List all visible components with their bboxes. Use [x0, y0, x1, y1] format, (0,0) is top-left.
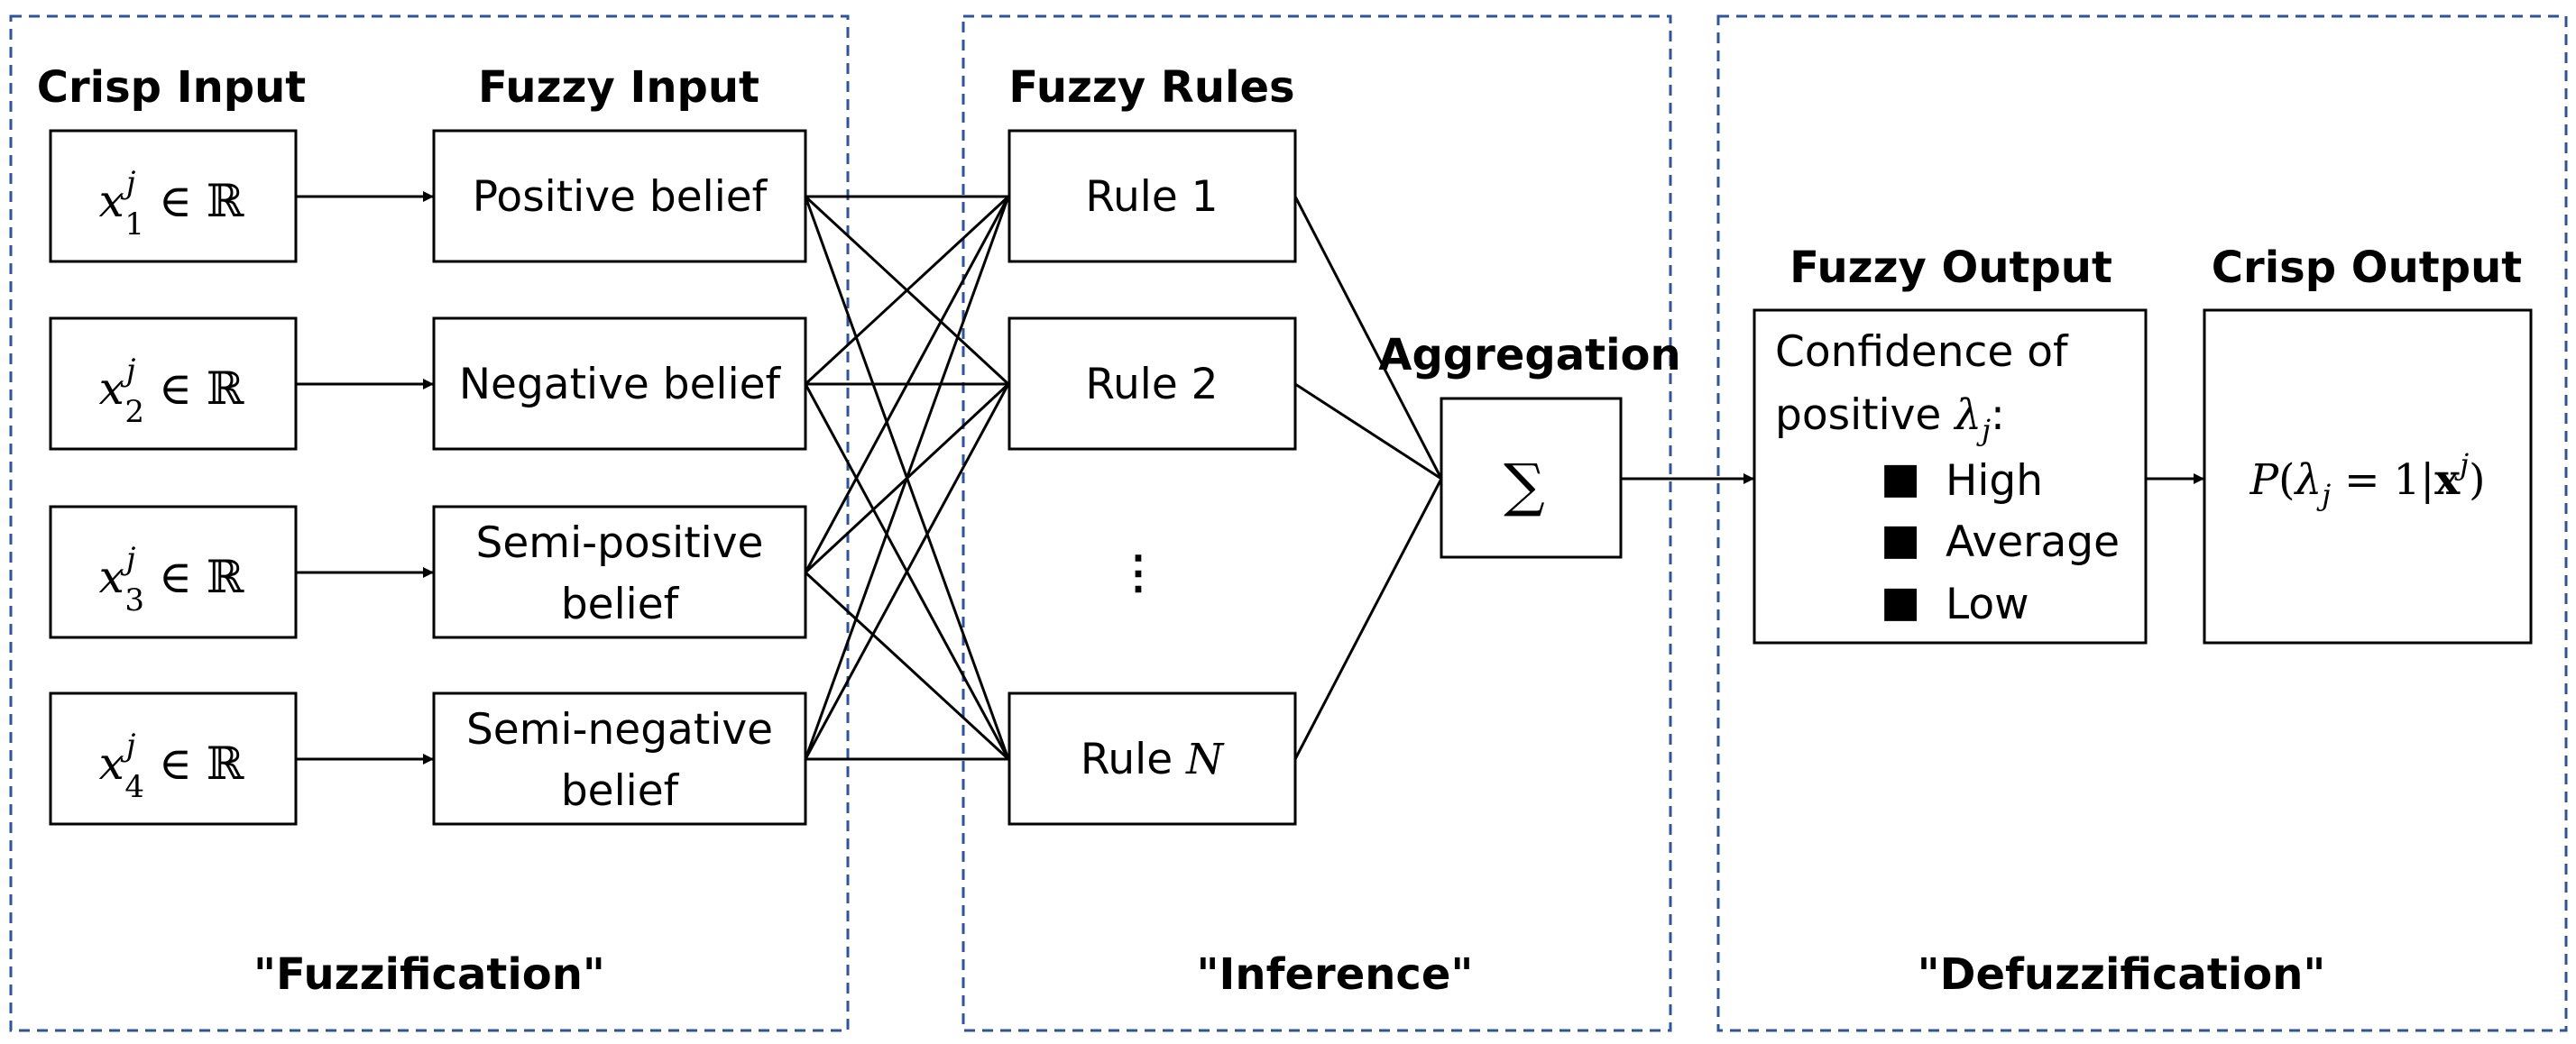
aggregation-connections: [1293, 196, 1443, 760]
rules-ellipsis: ⋮: [1116, 545, 1161, 599]
rule-connections: [804, 195, 1010, 761]
bullet-icon: ■: [1881, 515, 1920, 564]
svg-text:belief: belief: [561, 580, 680, 629]
fuzzy-input-semi-negative: Semi-negative belief: [432, 691, 807, 826]
crisp-output-box: P(λj = 1|xj): [2203, 308, 2533, 645]
defuzzification-section: [1716, 14, 2568, 1032]
svg-text:P(λj = 1|xj): P(λj = 1|xj): [2249, 447, 2486, 512]
svg-text:Negative belief: Negative belief: [459, 360, 782, 409]
rule-n-box: Rule N: [1007, 691, 1297, 826]
fuzzy-input-header: Fuzzy Input: [478, 62, 759, 113]
fuzzy-output-header: Fuzzy Output: [1789, 243, 2112, 293]
svg-text:Rule N: Rule N: [1081, 735, 1225, 784]
aggregation-box: ∑: [1440, 397, 1623, 559]
inference-section: [961, 14, 1672, 1032]
summation-symbol: ∑: [1504, 453, 1545, 519]
fuzzification-section: [9, 14, 850, 1032]
bullet-icon: ■: [1881, 453, 1920, 503]
svg-text:positive λj:: positive λj:: [1775, 390, 2005, 447]
rule-2-box: Rule 2: [1007, 316, 1297, 451]
fuzzy-input-positive: Positive belief: [432, 129, 807, 263]
svg-text:Semi-positive: Semi-positive: [476, 518, 764, 568]
crisp-output-header: Crisp Output: [2212, 243, 2522, 293]
fuzzy-rules-header: Fuzzy Rules: [1008, 62, 1294, 113]
level-low: Low: [1946, 580, 2029, 629]
fuzzification-label: "Fuzzification": [253, 949, 605, 1000]
svg-text:Rule 2: Rule 2: [1085, 360, 1218, 409]
bullet-icon: ■: [1881, 577, 1920, 627]
inference-label: "Inference": [1197, 949, 1474, 1000]
fuzzy-input-negative: Negative belief: [432, 316, 807, 451]
crisp-input-header: Crisp Input: [37, 62, 307, 113]
fuzzy-output-box: Confidence of positive λj: ■ High ■ Aver…: [1753, 308, 2148, 645]
svg-text:belief: belief: [561, 766, 680, 816]
svg-text:Rule 1: Rule 1: [1085, 172, 1218, 222]
level-average: Average: [1946, 517, 2120, 567]
svg-text:Confidence of: Confidence of: [1775, 327, 2069, 377]
rule-1-box: Rule 1: [1007, 129, 1297, 263]
aggregation-header: Aggregation: [1378, 330, 1680, 380]
crisp-input-var: x: [99, 175, 124, 227]
svg-text:xj4 ∈ ℝ: xj4 ∈ ℝ: [99, 728, 244, 805]
input-arrows: [297, 191, 434, 765]
svg-text:Semi-negative: Semi-negative: [466, 705, 773, 755]
level-high: High: [1946, 456, 2043, 506]
svg-text:xj2 ∈ ℝ: xj2 ∈ ℝ: [99, 353, 244, 430]
svg-text:Positive belief: Positive belief: [473, 172, 768, 222]
fuzzy-input-semi-positive: Semi-positive belief: [432, 505, 807, 639]
defuzzification-label: "Defuzzification": [1918, 949, 2326, 1000]
